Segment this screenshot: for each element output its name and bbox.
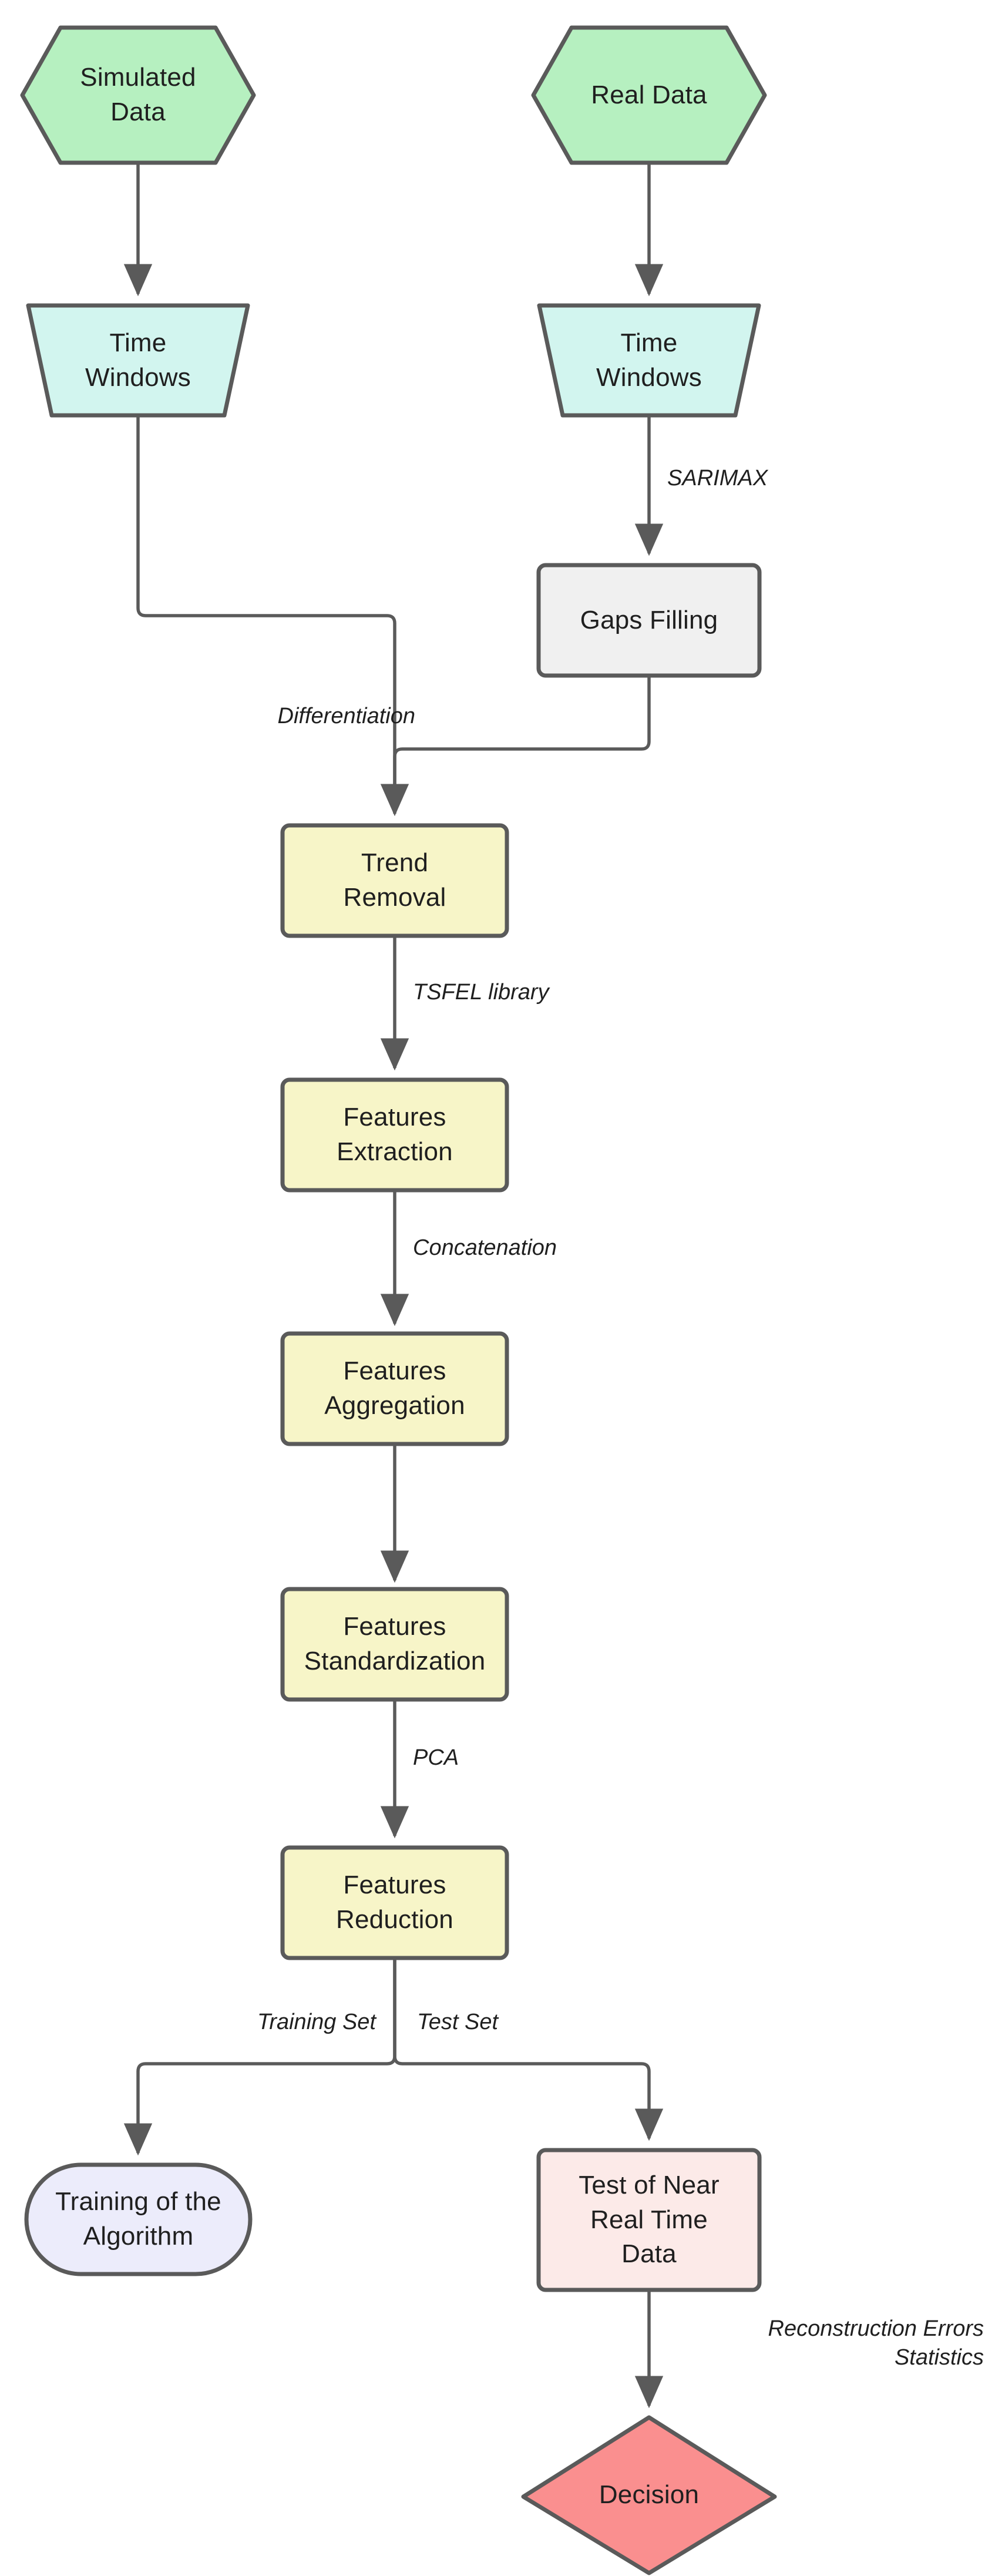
node-simulated-data[interactable] bbox=[22, 28, 254, 163]
edge-timewindows-to-trendremoval bbox=[136, 417, 409, 817]
node-features-aggregation[interactable] bbox=[283, 1334, 507, 1444]
node-shape-features-aggregation[interactable] bbox=[280, 1331, 509, 1446]
node-real-data[interactable] bbox=[533, 28, 765, 163]
node-shape-test-near-real-time[interactable] bbox=[536, 2148, 762, 2292]
node-test-near-real-time[interactable] bbox=[539, 2150, 759, 2290]
node-shape-features-reduction[interactable] bbox=[280, 1845, 509, 1960]
node-shape-trend-removal[interactable] bbox=[280, 823, 509, 938]
node-time-windows-simulated[interactable] bbox=[28, 305, 248, 415]
node-shape-time-windows-real[interactable] bbox=[537, 303, 761, 418]
node-gaps-filling[interactable] bbox=[539, 565, 759, 676]
edge-gapsfilling-to-trendremoval bbox=[393, 676, 651, 787]
node-shape-features-extraction[interactable] bbox=[280, 1077, 509, 1193]
node-training-algorithm[interactable] bbox=[26, 2165, 250, 2274]
node-features-standardization[interactable] bbox=[283, 1589, 507, 1700]
node-time-windows-real[interactable] bbox=[539, 305, 759, 415]
node-shape-features-standardization[interactable] bbox=[280, 1587, 509, 1702]
node-features-extraction[interactable] bbox=[283, 1080, 507, 1190]
node-trend-removal[interactable] bbox=[283, 825, 507, 936]
node-shape-gaps-filling[interactable] bbox=[536, 563, 762, 678]
node-shape-simulated-data[interactable] bbox=[20, 25, 256, 165]
edge-featuresreduction-to-trainingalgorithm bbox=[123, 1958, 396, 2156]
node-features-reduction[interactable] bbox=[283, 1848, 507, 1958]
node-shape-real-data[interactable] bbox=[531, 25, 767, 165]
node-shape-decision[interactable] bbox=[521, 2415, 777, 2575]
node-shape-training-algorithm[interactable] bbox=[24, 2162, 253, 2276]
node-shape-time-windows-simulated[interactable] bbox=[26, 303, 250, 418]
node-decision[interactable] bbox=[523, 2417, 775, 2573]
edge-featuresreduction-to-testnearrealtime bbox=[393, 1958, 664, 2141]
